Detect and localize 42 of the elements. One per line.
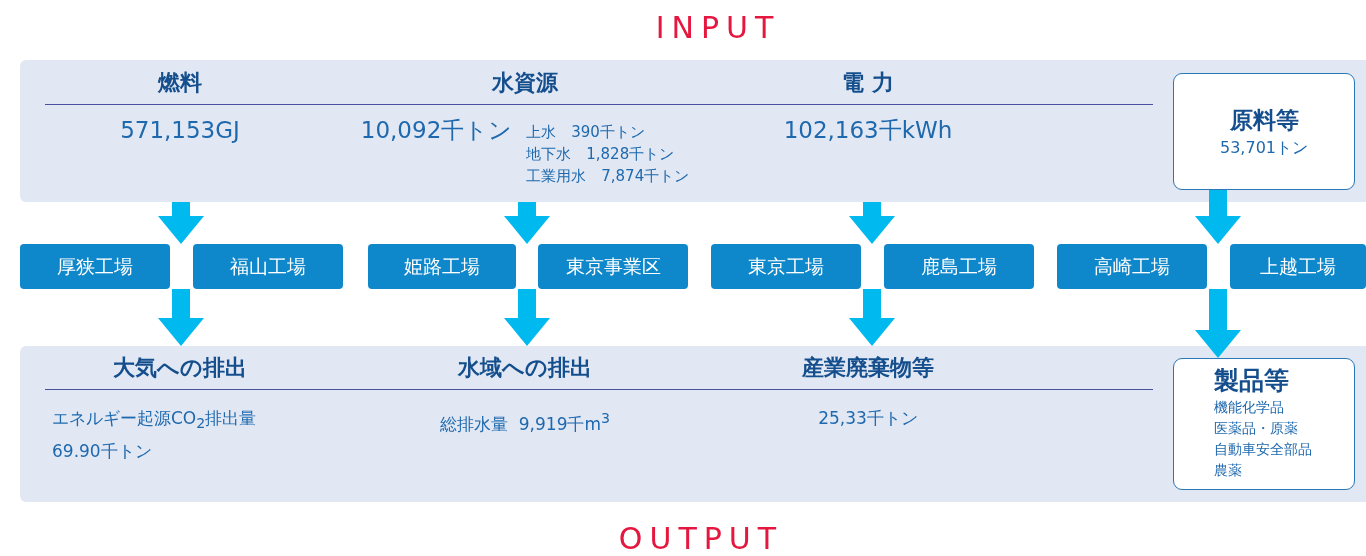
flow-arrow (504, 202, 550, 244)
amount-value: 571,153GJ (120, 116, 240, 145)
factory-box: 高崎工場 (1057, 244, 1207, 289)
flow-arrow (504, 289, 550, 346)
category-heading: 産業廃棄物等 (802, 354, 934, 382)
category-heading: 大気への排出 (113, 354, 247, 382)
amount-value: 53,701トン (1220, 136, 1308, 159)
info-card (1173, 73, 1355, 190)
category-heading: 電 力 (842, 69, 894, 97)
flow-arrow (158, 202, 204, 244)
info-card (1173, 358, 1355, 490)
amount-text: 25,33千トン (818, 407, 918, 430)
card-heading: 製品等 (1214, 365, 1289, 397)
flow-arrow (849, 202, 895, 244)
flow-arrow (158, 289, 204, 346)
factory-box: 鹿島工場 (884, 244, 1034, 289)
section-title: INPUT (655, 10, 781, 45)
category-heading: 水資源 (492, 69, 558, 97)
factory-box: 東京工場 (711, 244, 861, 289)
category-heading: 燃料 (158, 69, 202, 97)
flow-arrow (1195, 190, 1241, 244)
breakdown-item: 工業用水 7,874千トン (526, 166, 690, 187)
breakdown-item: 上水 390千トン (526, 122, 646, 143)
flow-arrow (1195, 289, 1241, 358)
product-item: 農薬 (1214, 461, 1242, 480)
factory-box: 東京事業区 (538, 244, 688, 289)
amount-value: 10,092千トン (360, 116, 513, 145)
product-item: 機能化学品 (1214, 398, 1284, 417)
card-heading: 原料等 (1229, 105, 1299, 135)
product-item: 医薬品・原薬 (1214, 419, 1298, 438)
section-title: OUTPUT (618, 521, 784, 556)
amount-value: 102,163千kWh (783, 116, 953, 145)
factory-box: 上越工場 (1230, 244, 1366, 289)
breakdown-item: 地下水 1,828千トン (526, 144, 676, 165)
flow-arrow (849, 289, 895, 346)
product-item: 自動車安全部品 (1214, 440, 1312, 459)
amount-text: エネルギー起源CO$_{2}$排出量 69.90千トン (52, 407, 258, 464)
amount-text: 総排水量 9,919千m$^{3}$ (439, 409, 611, 436)
factory-box: 姫路工場 (368, 244, 516, 289)
factory-box: 福山工場 (193, 244, 343, 289)
factory-box: 厚狭工場 (20, 244, 170, 289)
category-heading: 水域への排出 (458, 354, 592, 382)
